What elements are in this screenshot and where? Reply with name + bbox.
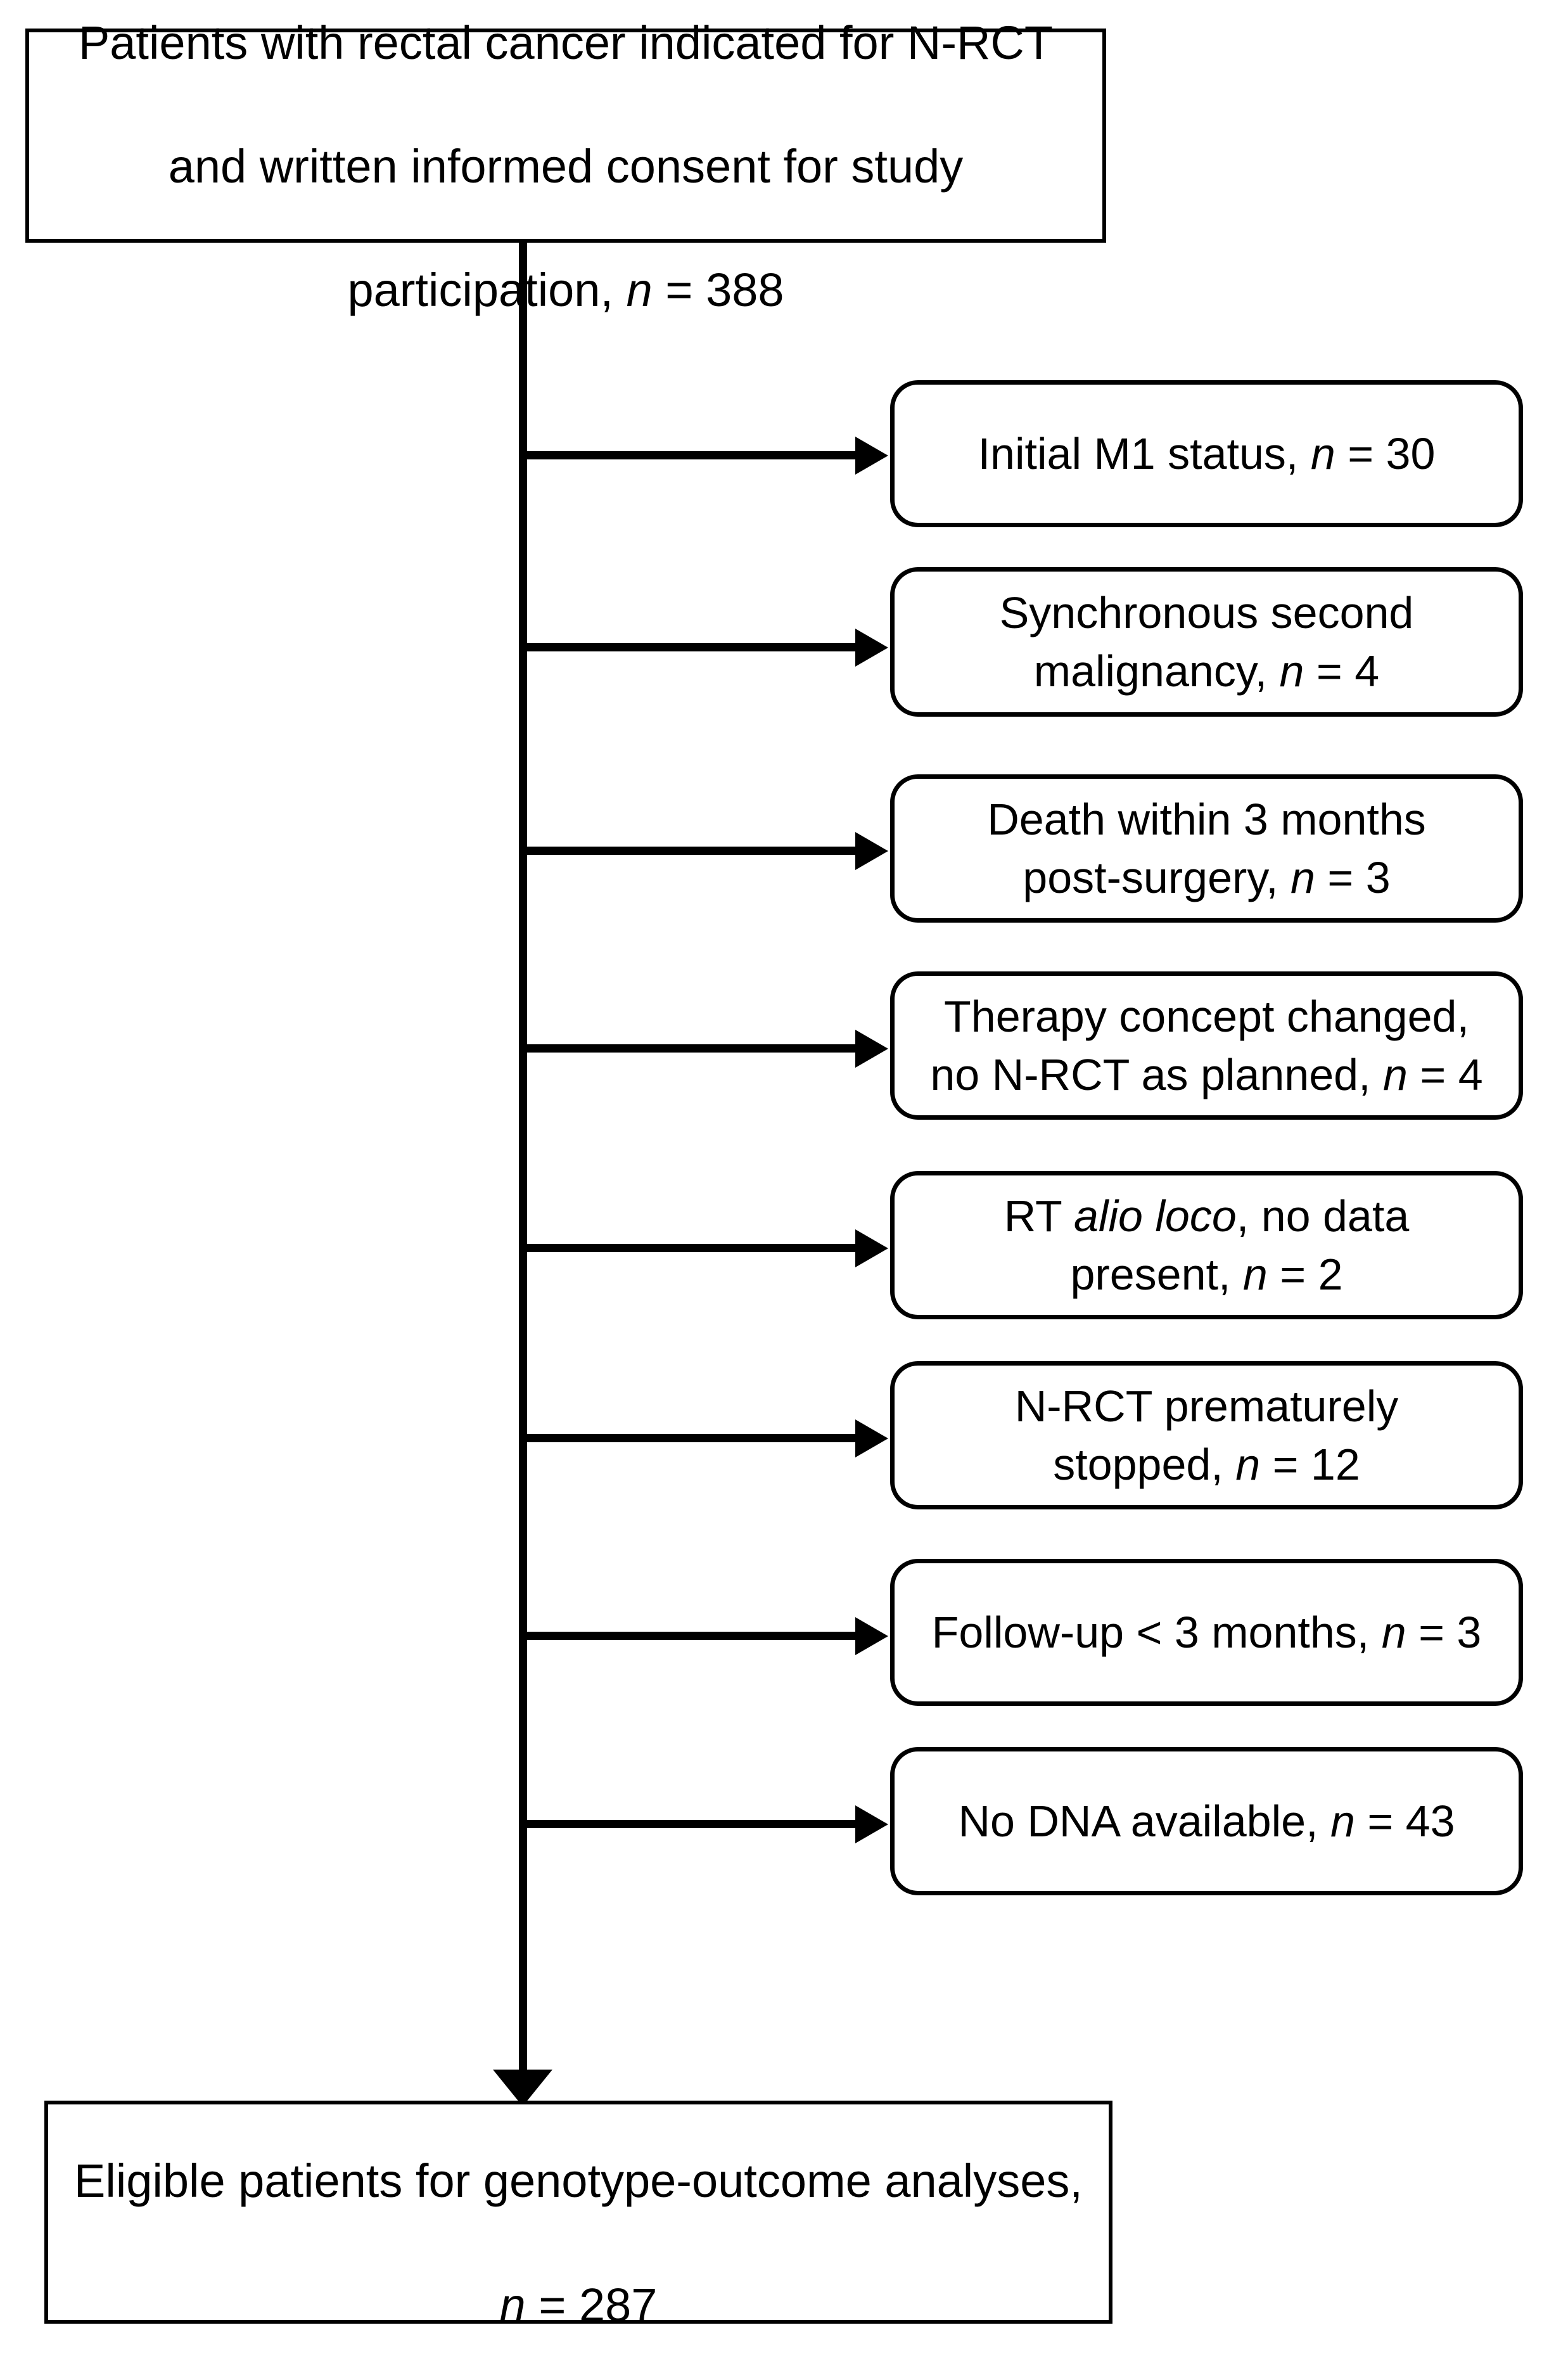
exclusion-box-follow-up-less-than-3-months: Follow-up < 3 months, n = 3 bbox=[890, 1559, 1523, 1706]
exclusion-prefix-6: N-RCT prematurely stopped, bbox=[1014, 1381, 1399, 1489]
branch-arrowhead-icon-8 bbox=[855, 1805, 888, 1843]
exclusion-n-value-4: = 4 bbox=[1407, 1050, 1483, 1099]
exclusion-box-no-dna-available: No DNA available, n = 43 bbox=[890, 1747, 1523, 1895]
branch-line-2 bbox=[523, 643, 858, 651]
branch-arrowhead-icon-6 bbox=[855, 1419, 888, 1457]
exclusion-box-n-rct-prematurely-stopped: N-RCT prematurely stopped, n = 12 bbox=[890, 1361, 1523, 1509]
enrollment-n-value: = 388 bbox=[652, 264, 784, 317]
branch-line-8 bbox=[523, 1820, 858, 1828]
exclusion-n-value-6: = 12 bbox=[1260, 1440, 1360, 1489]
enrollment-box: Patients with rectal cancer indicated fo… bbox=[25, 16, 1106, 317]
exclusion-text-8: No DNA available, n = 43 bbox=[895, 1751, 1519, 1891]
branch-line-6 bbox=[523, 1434, 858, 1442]
branch-line-5 bbox=[523, 1244, 858, 1252]
exclusion-prefix-3: Death within 3 months post-surgery, bbox=[987, 794, 1426, 902]
exclusion-text-1: Initial M1 status, n = 30 bbox=[895, 385, 1519, 523]
exclusion-box-rt-alio-loco-no-data: RT alio loco, no data present, n = 2 bbox=[890, 1171, 1523, 1319]
exclusion-box-initial-m1-status: Initial M1 status, n = 30 bbox=[890, 380, 1523, 527]
exclusion-text-7: Follow-up < 3 months, n = 3 bbox=[895, 1563, 1519, 1701]
exclusion-n-value-5: = 2 bbox=[1267, 1250, 1343, 1299]
exclusion-n-symbol-6: n bbox=[1235, 1440, 1261, 1489]
eligible-n-value: = 287 bbox=[525, 2278, 658, 2331]
exclusion-box-death-within-3-months-post-surgery: Death within 3 months post-surgery, n = … bbox=[890, 774, 1523, 923]
branch-arrowhead-icon-4 bbox=[855, 1030, 888, 1068]
exclusion-n-value-3: = 3 bbox=[1315, 853, 1391, 902]
eligible-patients-box-text: Eligible patients for genotype-outcome a… bbox=[48, 2104, 1109, 2331]
exclusion-n-symbol-8: n bbox=[1330, 1796, 1355, 1846]
enrollment-n-symbol: n bbox=[626, 264, 653, 317]
eligible-n-symbol: n bbox=[499, 2278, 526, 2331]
enrollment-line-2: and written informed consent for study bbox=[168, 140, 964, 193]
branch-line-4 bbox=[523, 1044, 858, 1053]
exclusion-prefix-8: No DNA available, bbox=[958, 1796, 1330, 1846]
exclusion-n-value-7: = 3 bbox=[1406, 1607, 1482, 1657]
branch-line-7 bbox=[523, 1632, 858, 1640]
exclusion-n-symbol-7: n bbox=[1381, 1607, 1406, 1657]
exclusion-n-symbol-2: n bbox=[1279, 646, 1304, 696]
eligible-patients-box: Eligible patients for genotype-outcome a… bbox=[44, 2101, 1112, 2331]
exclusion-middle-5: , no data present, bbox=[1070, 1191, 1410, 1299]
branch-arrowhead-icon-3 bbox=[855, 832, 888, 870]
branch-arrowhead-icon-2 bbox=[855, 629, 888, 667]
branch-arrowhead-icon-5 bbox=[855, 1229, 888, 1267]
exclusion-text-6: N-RCT prematurely stopped, n = 12 bbox=[895, 1366, 1519, 1505]
exclusion-italic-5: alio loco bbox=[1073, 1191, 1237, 1241]
enrollment-line-3-prefix: participation, bbox=[347, 264, 627, 317]
exclusion-n-symbol-4: n bbox=[1382, 1050, 1408, 1099]
enrollment-line-1: Patients with rectal cancer indicated fo… bbox=[78, 16, 1054, 69]
branch-arrowhead-icon-1 bbox=[855, 437, 888, 475]
exclusion-n-symbol-1: n bbox=[1310, 428, 1335, 478]
exclusion-prefix-1: Initial M1 status, bbox=[978, 428, 1311, 478]
exclusion-box-synchronous-second-malignancy: Synchronous second malignancy, n = 4 bbox=[890, 567, 1523, 717]
exclusion-n-value-2: = 4 bbox=[1304, 646, 1380, 696]
branch-arrowhead-icon-7 bbox=[855, 1617, 888, 1655]
branch-line-1 bbox=[523, 451, 858, 459]
branch-line-3 bbox=[523, 847, 858, 855]
main-flow-line bbox=[519, 243, 527, 2074]
exclusion-text-4: Therapy concept changed, no N-RCT as pla… bbox=[895, 976, 1519, 1115]
exclusion-n-value-1: = 30 bbox=[1335, 428, 1436, 478]
exclusion-box-therapy-concept-changed: Therapy concept changed, no N-RCT as pla… bbox=[890, 971, 1523, 1120]
main-flow-arrowhead-icon bbox=[493, 2070, 552, 2106]
exclusion-n-symbol-5: n bbox=[1242, 1250, 1268, 1299]
exclusion-prefix-5: RT bbox=[1004, 1191, 1074, 1241]
exclusion-n-value-8: = 43 bbox=[1354, 1796, 1455, 1846]
exclusion-text-2: Synchronous second malignancy, n = 4 bbox=[895, 572, 1519, 712]
exclusion-n-symbol-3: n bbox=[1291, 853, 1315, 902]
exclusion-text-5: RT alio loco, no data present, n = 2 bbox=[895, 1175, 1519, 1315]
exclusion-prefix-4: Therapy concept changed, no N-RCT as pla… bbox=[930, 991, 1469, 1099]
exclusion-prefix-2: Synchronous second malignancy, bbox=[999, 587, 1414, 696]
exclusion-prefix-7: Follow-up < 3 months, bbox=[931, 1607, 1382, 1657]
enrollment-box-text: Patients with rectal cancer indicated fo… bbox=[29, 16, 1102, 317]
exclusion-text-3: Death within 3 months post-surgery, n = … bbox=[895, 779, 1519, 918]
eligible-line-1: Eligible patients for genotype-outcome a… bbox=[74, 2154, 1083, 2208]
